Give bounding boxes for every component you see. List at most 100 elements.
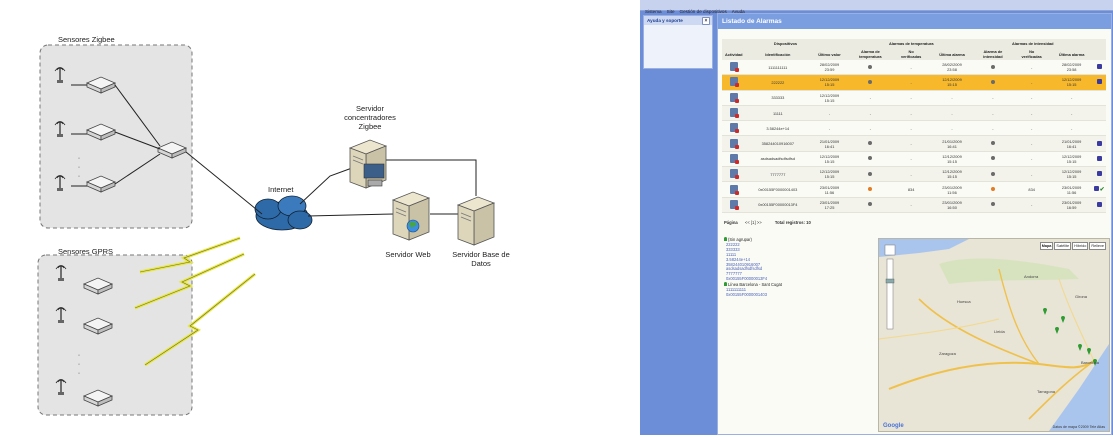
header-int-last[interactable]: Última alarma <box>1051 48 1093 60</box>
action-cell: ✔ <box>1092 181 1106 198</box>
tree-item[interactable]: 11111 <box>726 251 737 257</box>
sea-area <box>1049 344 1109 431</box>
action-cell <box>1092 105 1106 122</box>
detail-icon[interactable] <box>1096 140 1102 146</box>
detail-icon[interactable] <box>1096 171 1102 177</box>
last-value-cell: - <box>810 120 849 137</box>
temp-alarm-cell: - <box>848 120 892 137</box>
zoom-control[interactable] <box>884 244 896 330</box>
menu-item-site[interactable]: Site <box>666 9 675 14</box>
header-activity[interactable]: Actividad <box>722 48 746 60</box>
collapse-icon[interactable]: × <box>702 17 710 25</box>
temp-alarm-cell <box>848 166 892 183</box>
activity-cell <box>722 181 746 198</box>
map-tab[interactable]: Relieve <box>1089 242 1106 250</box>
detail-icon[interactable] <box>1096 155 1102 161</box>
map-city-label: Barcelona <box>1081 360 1100 365</box>
alarm-status-icon <box>868 202 873 207</box>
tree-item[interactable]: 0x00155F00000013F4 <box>726 276 768 282</box>
temp-unverified-cell: - <box>891 90 931 106</box>
int-last-cell: - <box>1051 90 1093 106</box>
action-cell <box>1092 135 1106 152</box>
concentrator-label: Servidor concentradores Zigbee <box>344 104 396 131</box>
temp-alarm-cell: - <box>848 90 892 106</box>
monitor-icon <box>363 163 385 179</box>
device-icon <box>729 199 739 210</box>
temp-last-cell: - <box>930 90 974 106</box>
int-alarm-cell <box>973 135 1013 152</box>
detail-icon[interactable] <box>1096 64 1102 70</box>
google-logo: Google <box>883 423 904 429</box>
map-tab[interactable]: Híbrido <box>1072 242 1089 250</box>
detail-icon[interactable] <box>1096 201 1102 207</box>
int-alarm-cell <box>973 74 1013 91</box>
int-last-cell: - <box>1051 105 1093 122</box>
map-tab[interactable]: Satélite <box>1054 242 1072 250</box>
activity-cell <box>722 197 746 213</box>
header-group-temperature: Alarmas de temperatura <box>848 39 974 48</box>
pager-total: Total registros: 10 <box>774 220 811 225</box>
header-last-value[interactable]: Último valor <box>810 48 849 60</box>
detail-icon[interactable] <box>1096 79 1102 85</box>
temp-alarm-cell <box>848 181 892 198</box>
header-group-intensity: Alarmas de intensidad <box>973 39 1093 48</box>
action-cell <box>1092 166 1106 183</box>
map-tab[interactable]: Mapa <box>1039 242 1054 250</box>
tree-group[interactable]: Línea Barcelona - Sant Cugat <box>724 282 796 288</box>
int-last-cell: - <box>1051 120 1093 137</box>
pager-nav[interactable]: << [1] >> <box>744 220 762 225</box>
action-cell <box>1092 90 1106 106</box>
map-canvas[interactable] <box>879 239 1109 431</box>
temp-unverified-cell: - <box>891 166 931 183</box>
tree-group[interactable]: (Sin agrupar) <box>724 237 796 243</box>
menu-item-sistema[interactable]: Sistema <box>645 9 662 14</box>
panel-title: Listado de Alarmas <box>718 14 1111 29</box>
int-alarm-cell <box>973 197 1013 213</box>
int-alarm-cell <box>973 60 1013 76</box>
menu-item-help[interactable]: Ayuda <box>731 9 745 14</box>
int-alarm-cell: - <box>973 105 1013 122</box>
int-alarm-cell <box>973 151 1013 168</box>
tree-item[interactable]: 1111111111 <box>726 287 747 293</box>
zigbee-group-box <box>39 44 193 229</box>
tree-item[interactable]: 222222 <box>726 241 740 247</box>
int-unverified-cell: - <box>1012 197 1052 213</box>
tree-item[interactable]: 7777777 <box>726 271 742 277</box>
header-identification[interactable]: Identificación <box>745 48 811 60</box>
alarm-table: Dispositivos Alarmas de temperatura Alar… <box>722 39 1106 213</box>
map-city-label: Huesca <box>957 299 971 304</box>
header-temp-last[interactable]: Última alarma <box>930 48 974 60</box>
map-city-label: Zaragoza <box>939 351 956 356</box>
menu-item-devices[interactable]: Gestión de dispositivos <box>679 9 727 14</box>
check-icon: ✔ <box>1099 187 1105 194</box>
temp-unverified-cell: - <box>891 151 931 168</box>
table-row[interactable]: 11111------- <box>722 105 1106 122</box>
tree-item[interactable]: 3.58244e+14 <box>726 256 751 262</box>
table-row[interactable]: 3.58244e+14------- <box>722 120 1106 137</box>
detail-icon[interactable] <box>1093 186 1099 192</box>
tree-item[interactable]: 358244010916007 <box>726 261 761 267</box>
tree-item[interactable]: asdsadsadfsdfsdfsd <box>726 266 763 272</box>
tree-item[interactable]: 0x00155F0000001403 <box>726 291 767 297</box>
tree-item[interactable]: 333333 <box>726 246 740 252</box>
keyboard-icon <box>367 179 383 187</box>
alarm-status-icon <box>868 187 873 192</box>
